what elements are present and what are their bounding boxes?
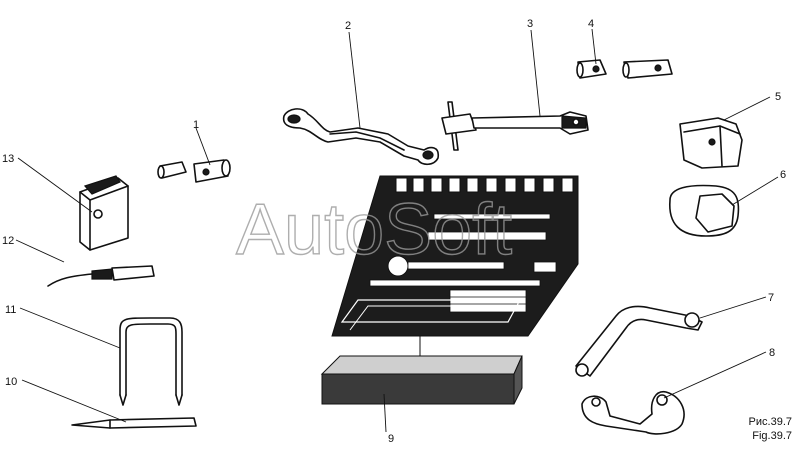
tool-9-toolbox: [320, 355, 523, 405]
callout-7: 7: [768, 292, 774, 304]
callout-12: 12: [2, 235, 14, 247]
tool-3-tbar-wrench: [441, 101, 589, 151]
watermark-text: AutoSoft: [236, 190, 512, 270]
callout-2: 2: [345, 20, 351, 32]
figure-caption-en: Fig.39.7: [752, 430, 792, 442]
callout-10: 10: [5, 376, 17, 388]
callout-8: 8: [769, 347, 775, 359]
tool-10-drift: [71, 417, 197, 429]
callout-11: 11: [5, 304, 16, 316]
callout-labels: 1 2 3 4 5 6 7 8 9 10 11 12 13: [2, 18, 786, 445]
callout-5: 5: [775, 91, 781, 103]
tool-8-hook-wrench: [581, 390, 685, 435]
callout-13: 13: [2, 153, 14, 165]
callout-4: 4: [588, 18, 594, 30]
callout-1: 1: [193, 119, 199, 131]
callout-3: 3: [527, 18, 533, 30]
tool-5-hex-socket: [679, 117, 743, 169]
callout-6: 6: [780, 169, 786, 181]
tool-13-square-box: [79, 175, 129, 251]
callout-9: 9: [388, 433, 394, 445]
leader-lines: [15, 28, 779, 433]
tool-11-u-bracket: [119, 317, 183, 406]
tool-4-sockets: [576, 59, 673, 79]
tool-7-bent-bar: [575, 305, 703, 377]
figure-caption-ru: Рис.39.7: [748, 416, 792, 428]
tool-12-awl: [47, 265, 155, 287]
tray-socket-row: [395, 177, 574, 193]
tool-tray-panel: [331, 175, 579, 337]
tool-2-offset-wrench: [282, 108, 440, 166]
tool-6-hex-cap: [669, 184, 740, 237]
tool-1-sockets: [157, 159, 231, 183]
